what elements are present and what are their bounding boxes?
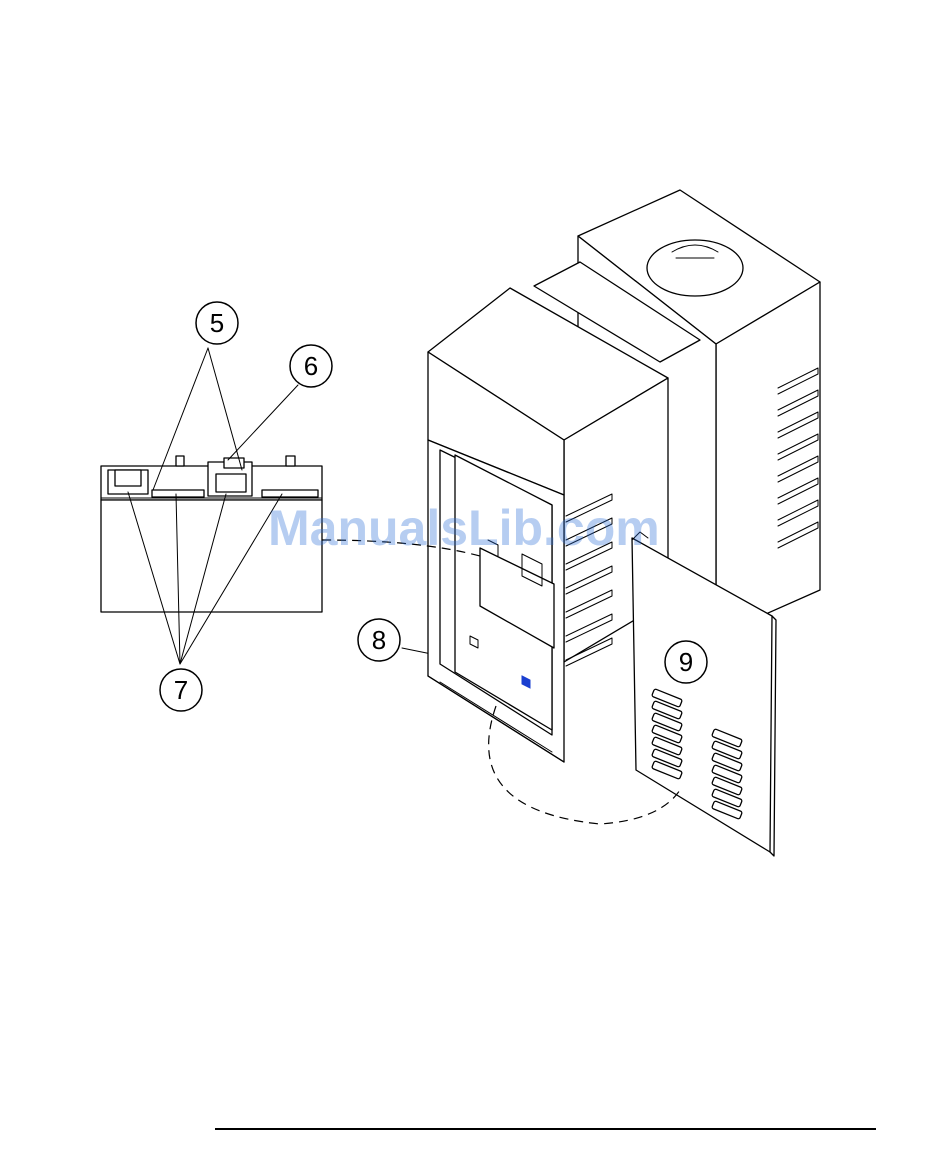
callout-6-label: 6	[304, 351, 318, 381]
door-louvers-left	[652, 689, 683, 780]
callout-9-label: 9	[679, 647, 693, 677]
callout-8: 8	[358, 619, 400, 661]
callout-5-label: 5	[210, 308, 224, 338]
callout-8-label: 8	[372, 625, 386, 655]
callout-7-label: 7	[174, 675, 188, 705]
callout-5: 5	[196, 302, 238, 344]
watermark: ManualsLib.com	[268, 500, 660, 556]
door-louvers-right	[712, 729, 743, 820]
callout-9: 9	[665, 641, 707, 683]
callout-6: 6	[290, 345, 332, 387]
callout-7: 7	[160, 669, 202, 711]
